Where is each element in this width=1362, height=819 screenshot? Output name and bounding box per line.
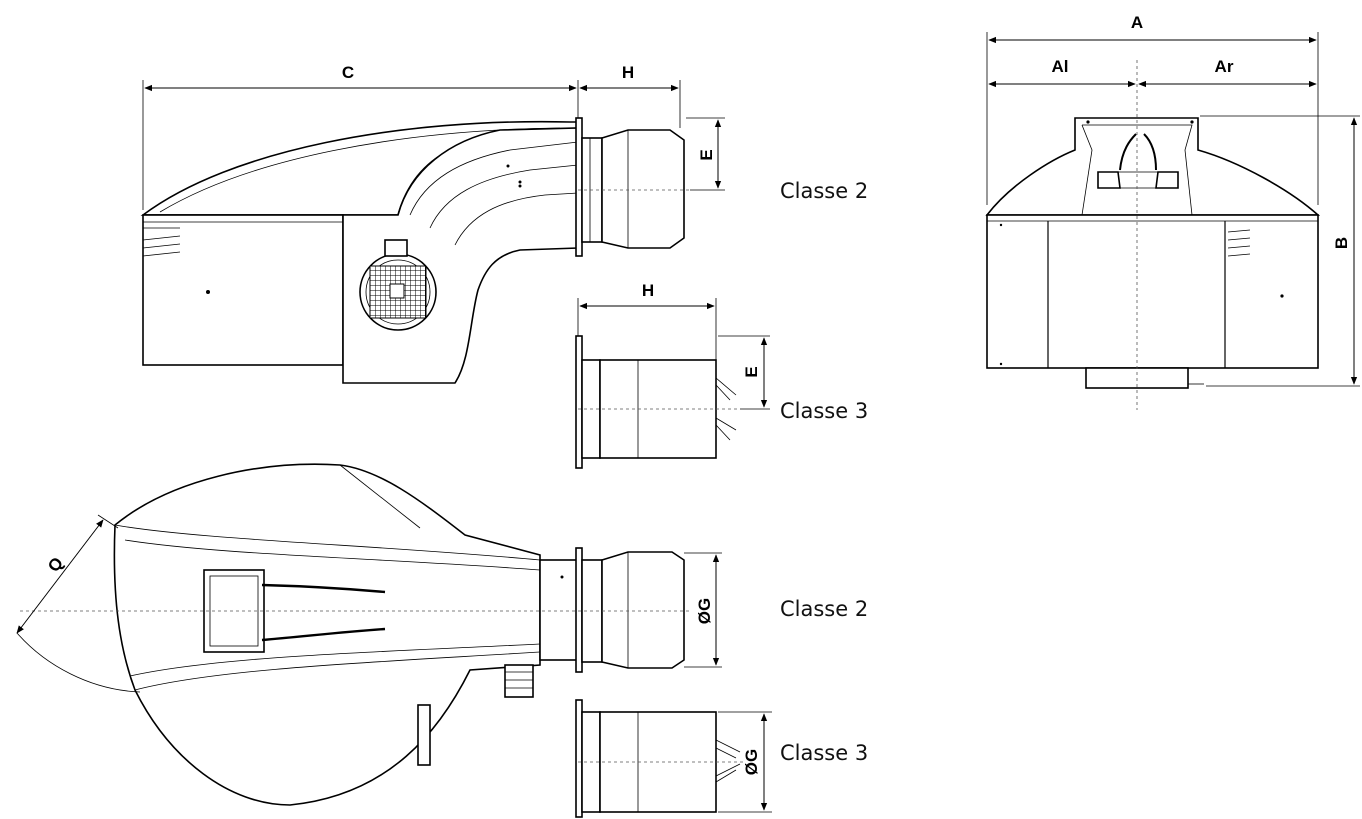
- label-e-top: E: [697, 149, 716, 160]
- top-classe3-label: Classe 3: [780, 741, 868, 765]
- dimension-g-classe3: ØG: [718, 711, 772, 813]
- dimension-h-mid: H: [577, 281, 717, 360]
- label-c: C: [342, 63, 354, 82]
- label-a: A: [1131, 13, 1143, 32]
- top-classe2-label: Classe 2: [780, 597, 868, 621]
- dimension-e-mid: E: [718, 335, 770, 410]
- label-h-mid: H: [642, 281, 654, 300]
- top-tube-classe3: [575, 699, 745, 818]
- dimension-g-classe2: ØG: [684, 552, 722, 668]
- side-classe2-label: Classe 2: [780, 179, 868, 203]
- label-al: Al: [1052, 57, 1069, 76]
- side-view-burner: [140, 117, 690, 384]
- front-view-burner: [985, 60, 1321, 410]
- label-g-classe3: ØG: [742, 749, 761, 775]
- side-classe3-label: Classe 3: [780, 399, 868, 423]
- dimension-e-top: E: [686, 117, 725, 191]
- side-tube-classe3: [575, 335, 740, 469]
- dimension-a: A: [986, 13, 1319, 205]
- label-h-top: H: [622, 63, 634, 82]
- label-g-classe2: ØG: [695, 598, 714, 624]
- dimension-h-top: H: [579, 63, 681, 128]
- dimension-b: B: [1200, 115, 1360, 387]
- label-e-mid: E: [742, 366, 761, 377]
- dimension-al-ar: Al Ar: [988, 57, 1317, 88]
- top-view-burner: [20, 463, 690, 806]
- label-b: B: [1332, 237, 1351, 249]
- label-ar: Ar: [1215, 57, 1234, 76]
- dimension-c: C: [142, 63, 579, 210]
